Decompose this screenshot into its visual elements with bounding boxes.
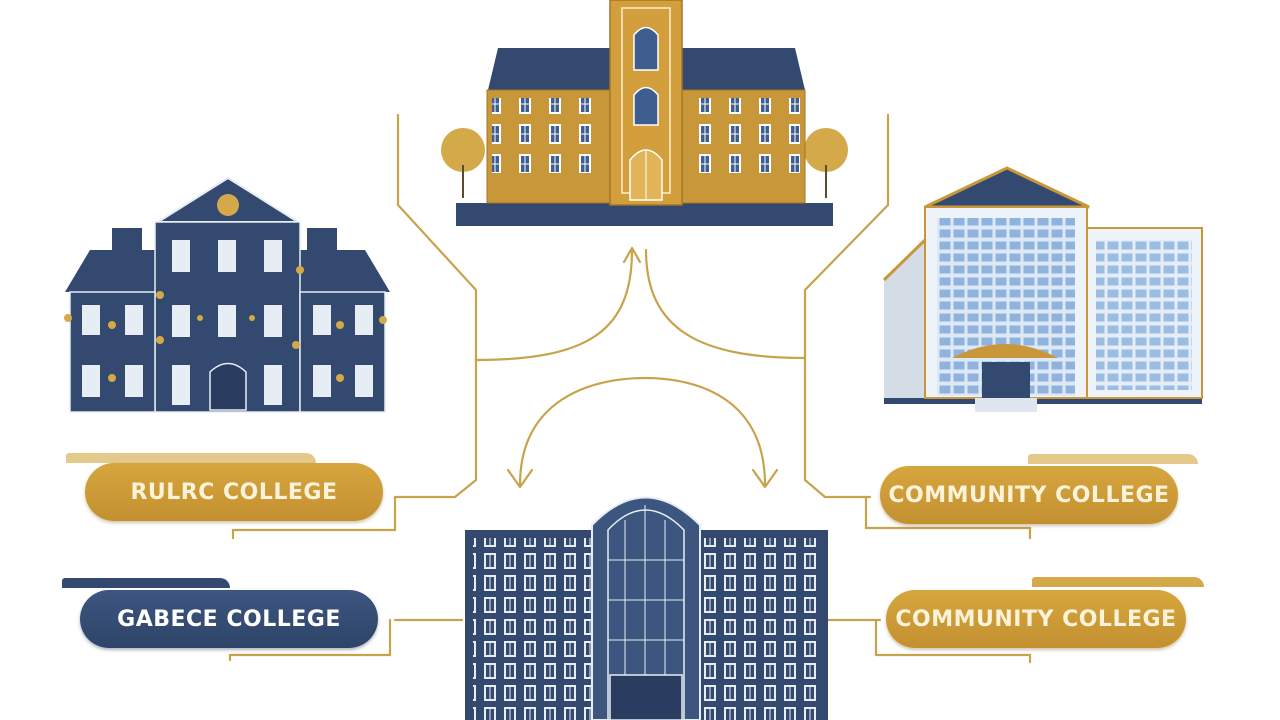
- bottom-right-college-label-text: COMMUNITY COLLEGE: [895, 606, 1177, 632]
- tower-university-building: [441, 0, 848, 226]
- bottom-left-college-label-text: GABECE COLLEGE: [117, 606, 341, 632]
- bottom-right-label-tab: [1032, 577, 1204, 587]
- arrowheads: [506, 246, 779, 489]
- top-left-college-label-text: RULRC COLLEGE: [130, 479, 338, 505]
- top-left-college-label[interactable]: RULRC COLLEGE: [85, 463, 383, 521]
- top-right-label-tab: [1028, 454, 1198, 464]
- victorian-college-building: [64, 176, 390, 413]
- tall-navy-college-building: [465, 496, 828, 720]
- connector-lines: [228, 113, 1032, 664]
- bottom-left-college-label[interactable]: GABECE COLLEGE: [80, 590, 378, 648]
- bottom-left-label-tab: [62, 578, 230, 588]
- bottom-right-college-label[interactable]: COMMUNITY COLLEGE: [886, 590, 1186, 648]
- top-right-college-label[interactable]: COMMUNITY COLLEGE: [880, 466, 1178, 524]
- top-right-college-label-text: COMMUNITY COLLEGE: [888, 482, 1170, 508]
- modern-glass-college-building: [882, 166, 1203, 412]
- top-left-label-tab: [66, 453, 316, 463]
